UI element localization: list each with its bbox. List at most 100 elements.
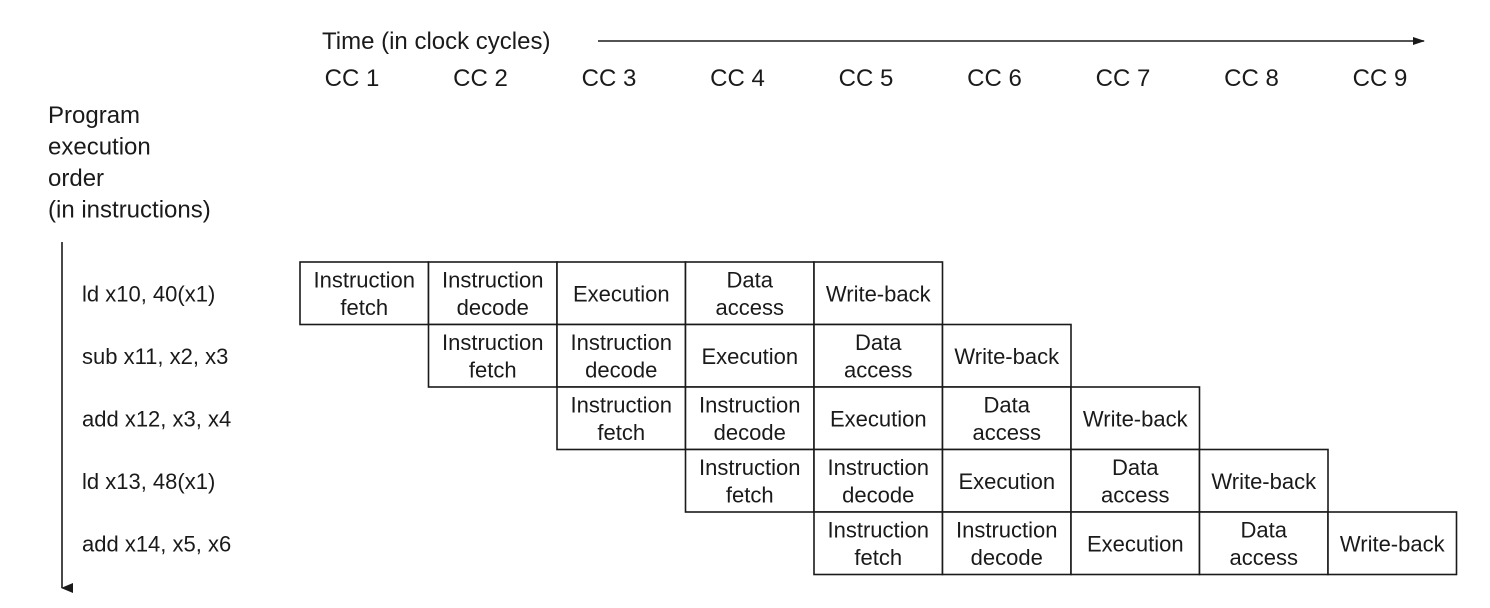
- instruction-label: sub x11, x2, x3: [82, 344, 228, 369]
- stage-label: decode: [457, 295, 529, 320]
- stage-label: Data: [984, 393, 1031, 418]
- stage-label: Instruction: [699, 455, 801, 480]
- stage-box: [427, 261, 558, 326]
- stage-label: Execution: [1087, 531, 1184, 556]
- stage-label: fetch: [726, 483, 774, 508]
- pipeline-stage-cell: Data access: [1070, 448, 1201, 513]
- stage-label: Instruction: [828, 455, 930, 480]
- stage-label: Write-back: [1340, 531, 1446, 556]
- stage-label: Write-back: [1083, 406, 1189, 431]
- stage-label: fetch: [340, 295, 388, 320]
- pipeline-stage-cell: Write-back: [813, 261, 944, 326]
- stage-box: [941, 386, 1072, 451]
- program-order-label-line: Program: [48, 102, 140, 129]
- stage-box: [556, 261, 687, 326]
- cycle-label: CC 2: [453, 65, 508, 92]
- stage-label: decode: [842, 483, 914, 508]
- time-axis-label: Time (in clock cycles): [322, 28, 550, 55]
- stage-label: Instruction: [699, 393, 801, 418]
- pipeline-stage-cell: Instruction decode: [556, 323, 687, 388]
- stage-label: decode: [585, 358, 657, 383]
- stage-label: Instruction: [956, 518, 1058, 543]
- stage-label: access: [973, 420, 1041, 445]
- cycle-label: CC 4: [710, 65, 765, 92]
- cycle-label: CC 5: [839, 65, 894, 92]
- stage-box: [684, 386, 815, 451]
- pipeline-cells: InstructionfetchInstructiondecodeExecuti…: [299, 261, 1458, 576]
- pipeline-stage-cell: Instruction decode: [813, 448, 944, 513]
- stage-label: access: [844, 358, 912, 383]
- stage-box: [684, 448, 815, 513]
- pipeline-stage-cell: Execution: [941, 448, 1072, 513]
- program-order-label-line: execution: [48, 134, 151, 161]
- stage-label: decode: [971, 545, 1043, 570]
- stage-box: [684, 261, 815, 326]
- stage-box: [1327, 511, 1458, 576]
- stage-box: [1198, 448, 1329, 513]
- stage-box: [941, 448, 1072, 513]
- stage-label: Write-back: [826, 281, 932, 306]
- stage-box: [556, 386, 687, 451]
- cycle-label: CC 3: [582, 65, 637, 92]
- stage-box: [556, 323, 687, 388]
- pipeline-stage-cell: Instruction fetch: [684, 448, 815, 513]
- instruction-label: add x12, x3, x4: [82, 406, 231, 431]
- stage-label: access: [1230, 545, 1298, 570]
- stage-label: Data: [1112, 455, 1159, 480]
- stage-label: Instruction: [442, 268, 544, 293]
- stage-label: fetch: [854, 545, 902, 570]
- stage-label: fetch: [469, 358, 517, 383]
- stage-label: Instruction: [571, 330, 673, 355]
- pipeline-stage-cell: Write-back: [941, 323, 1072, 388]
- stage-label: Instruction: [442, 330, 544, 355]
- instruction-label: ld x10, 40(x1): [82, 281, 215, 306]
- stage-box: [1198, 511, 1329, 576]
- stage-label: Instruction: [828, 518, 930, 543]
- pipeline-stage-cell: Write-back: [1070, 386, 1201, 451]
- cycle-label: CC 1: [325, 65, 380, 92]
- stage-label: Write-back: [954, 344, 1060, 369]
- stage-box: [813, 261, 944, 326]
- stage-box: [427, 323, 558, 388]
- stage-label: fetch: [597, 420, 645, 445]
- stage-box: [1070, 511, 1201, 576]
- stage-label: Data: [1241, 518, 1288, 543]
- stage-label: Execution: [701, 344, 798, 369]
- stage-label: Execution: [830, 406, 927, 431]
- stage-box: [813, 448, 944, 513]
- instruction-label: ld x13, 48(x1): [82, 469, 215, 494]
- instruction-labels: ld x10, 40(x1) sub x11, x2, x3 add x12, x3…: [82, 281, 231, 556]
- stage-label: Execution: [573, 281, 670, 306]
- stage-label: Instruction: [314, 268, 416, 293]
- stage-label: access: [716, 295, 784, 320]
- pipeline-stage-cell: Instruction fetch: [427, 323, 558, 388]
- cycle-label: CC 9: [1353, 65, 1408, 92]
- stage-label: Data: [727, 268, 774, 293]
- stage-box: [813, 511, 944, 576]
- stage-box: [299, 261, 430, 326]
- cycle-label: CC 7: [1096, 65, 1151, 92]
- stage-label: Write-back: [1211, 469, 1317, 494]
- stage-label: Execution: [958, 469, 1055, 494]
- pipeline-stage-cell: Execution: [684, 323, 815, 388]
- pipeline-stage-cell: Execution: [813, 386, 944, 451]
- stage-label: Instruction: [571, 393, 673, 418]
- stage-box: [1070, 386, 1201, 451]
- stage-label: access: [1101, 483, 1169, 508]
- pipeline-stage-cell: Execution: [556, 261, 687, 326]
- program-order-label-line: order: [48, 165, 104, 192]
- stage-box: [941, 511, 1072, 576]
- cycle-label: CC 8: [1224, 65, 1279, 92]
- pipeline-stage-cell: Execution: [1070, 511, 1201, 576]
